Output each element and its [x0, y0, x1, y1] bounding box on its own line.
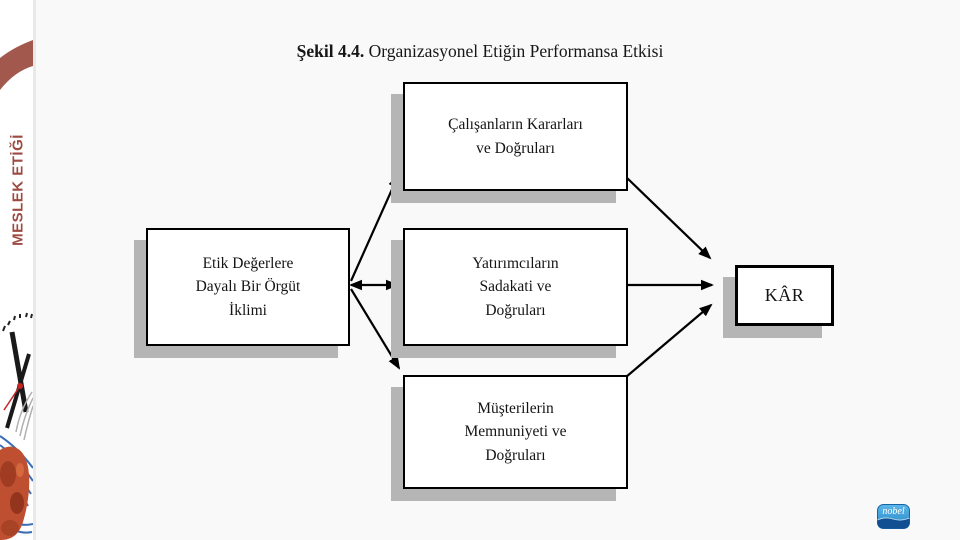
- arrow-climate-to-customers: [350, 288, 401, 370]
- figure-title: Şekil 4.4. Organizasyonel Etiğin Perform…: [0, 41, 960, 62]
- book-title-vertical: MESLEK ETİĞİ: [9, 134, 27, 246]
- handshake-photo-graphic: [0, 446, 30, 540]
- arrow-climate-to-employees: [349, 174, 400, 282]
- whisk-graphic: [15, 391, 33, 441]
- box-ethical-climate: Etik Değerlere Dayalı Bir Örgüt İklimi: [146, 228, 350, 346]
- clock-hands-graphic: [3, 331, 31, 429]
- figure-number: Şekil 4.4.: [296, 41, 365, 61]
- spine-swoosh-graphic: [0, 40, 33, 90]
- book-spine-sidebar: MESLEK ETİĞİ: [0, 0, 36, 540]
- arrow-employees-to-profit: [625, 176, 712, 260]
- box-customer-satisfaction: Müşterilerin Memnuniyeti ve Doğruları: [403, 375, 628, 489]
- publisher-logo-graphic: [877, 504, 910, 529]
- arrow-customers-to-profit: [625, 303, 713, 378]
- publisher-logo: nobel: [877, 504, 910, 529]
- book-cover-art: [0, 40, 33, 540]
- box-employee-decisions: Çalışanların Kararları ve Doğruları: [403, 82, 628, 191]
- clock-ticks-graphic: [2, 312, 33, 332]
- box-investor-loyalty: Yatırımcıların Sadakati ve Doğruları: [403, 228, 628, 346]
- box-profit: KÂR: [735, 265, 834, 326]
- figure-caption: Organizasyonel Etiğin Performansa Etkisi: [364, 41, 664, 61]
- publisher-logo-text: nobel: [882, 506, 905, 517]
